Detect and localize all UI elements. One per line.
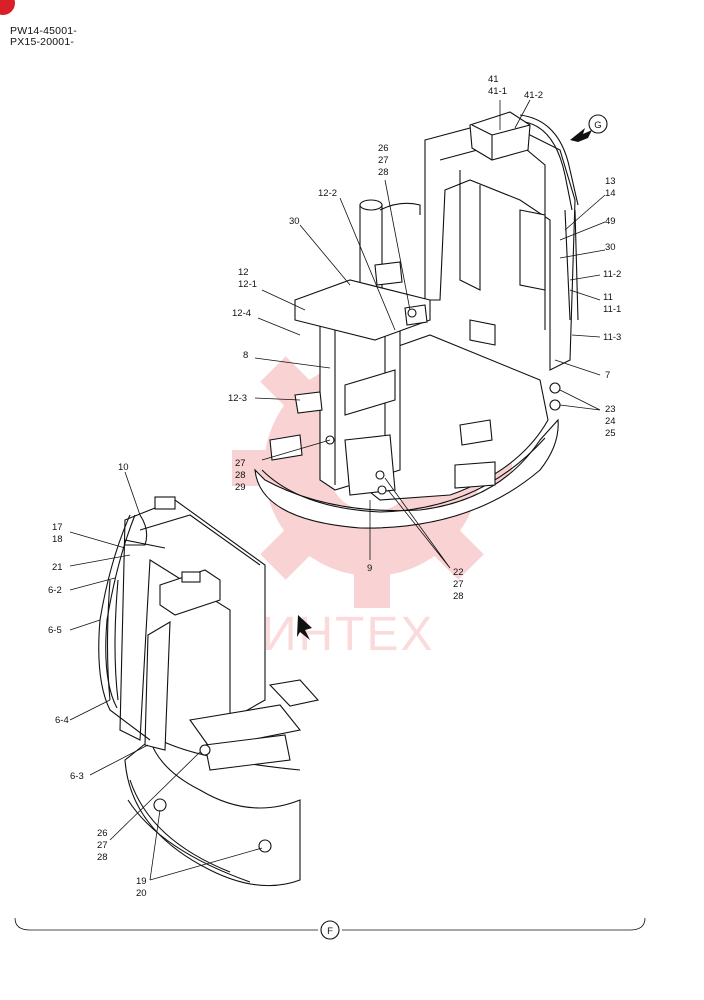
- callout-labels: 41 41-1 41-2 26 27 28 12-2 30 12 12-1 12…: [48, 74, 621, 899]
- callout: 27: [235, 458, 246, 469]
- page-corner-badge: [0, 0, 15, 15]
- callout: 8: [243, 350, 248, 361]
- callout: 30: [289, 216, 300, 227]
- callout: 41: [488, 74, 499, 85]
- callout: 7: [605, 370, 610, 381]
- callout: 6-3: [70, 771, 84, 782]
- callout: 13: [605, 176, 616, 187]
- callout: 6-5: [48, 625, 62, 636]
- callout: 6-4: [55, 715, 69, 726]
- callout: 17: [52, 522, 63, 533]
- callout: 23: [605, 404, 616, 415]
- callout: 41-1: [488, 86, 507, 97]
- serial-range-1: PW14-45001-: [10, 25, 77, 37]
- callout: 21: [52, 562, 63, 573]
- serial-range-2: PX15-20001-: [10, 36, 75, 48]
- callout: 6-2: [48, 585, 62, 596]
- callout: 28: [97, 852, 108, 863]
- callout: 30: [605, 242, 616, 253]
- callout: 26: [97, 828, 108, 839]
- callout: 11-1: [603, 304, 621, 315]
- callout: 25: [605, 428, 616, 439]
- callout: 24: [605, 416, 616, 427]
- callout: 41-2: [524, 90, 543, 101]
- callout: 28: [378, 167, 389, 178]
- callout: 20: [136, 888, 147, 899]
- callout: 12-2: [318, 188, 337, 199]
- callout: 10: [118, 462, 129, 473]
- view-g-label: G: [594, 120, 601, 131]
- callout: 11-3: [603, 332, 621, 343]
- callout: 27: [97, 840, 108, 851]
- callout: 12: [238, 267, 249, 278]
- view-g-arrow: G: [570, 114, 608, 142]
- callout: 26: [378, 143, 389, 154]
- callout: 9: [367, 563, 372, 574]
- callout: 12-3: [228, 393, 247, 404]
- callout: 27: [453, 579, 464, 590]
- callout: 27: [378, 155, 389, 166]
- view-f-label: F: [327, 926, 333, 937]
- callout: 11: [603, 292, 613, 303]
- watermark-text: ИНТЕХ: [262, 608, 435, 661]
- callout: 11-2: [603, 269, 621, 280]
- callout: 12-1: [238, 279, 257, 290]
- callout: 18: [52, 534, 63, 545]
- callout: 22: [453, 567, 464, 578]
- view-f-bracket: F: [14, 917, 646, 940]
- callout: 29: [235, 482, 246, 493]
- upper-frame-assembly: [254, 111, 579, 529]
- leader-lines: [69, 99, 606, 881]
- callout: 12-4: [232, 308, 251, 319]
- lower-frame-assembly: [98, 496, 320, 887]
- callout: 28: [235, 470, 246, 481]
- callout: 28: [453, 591, 464, 602]
- callout: 19: [136, 876, 147, 887]
- callout: 49: [605, 216, 616, 227]
- callout: 14: [605, 188, 616, 199]
